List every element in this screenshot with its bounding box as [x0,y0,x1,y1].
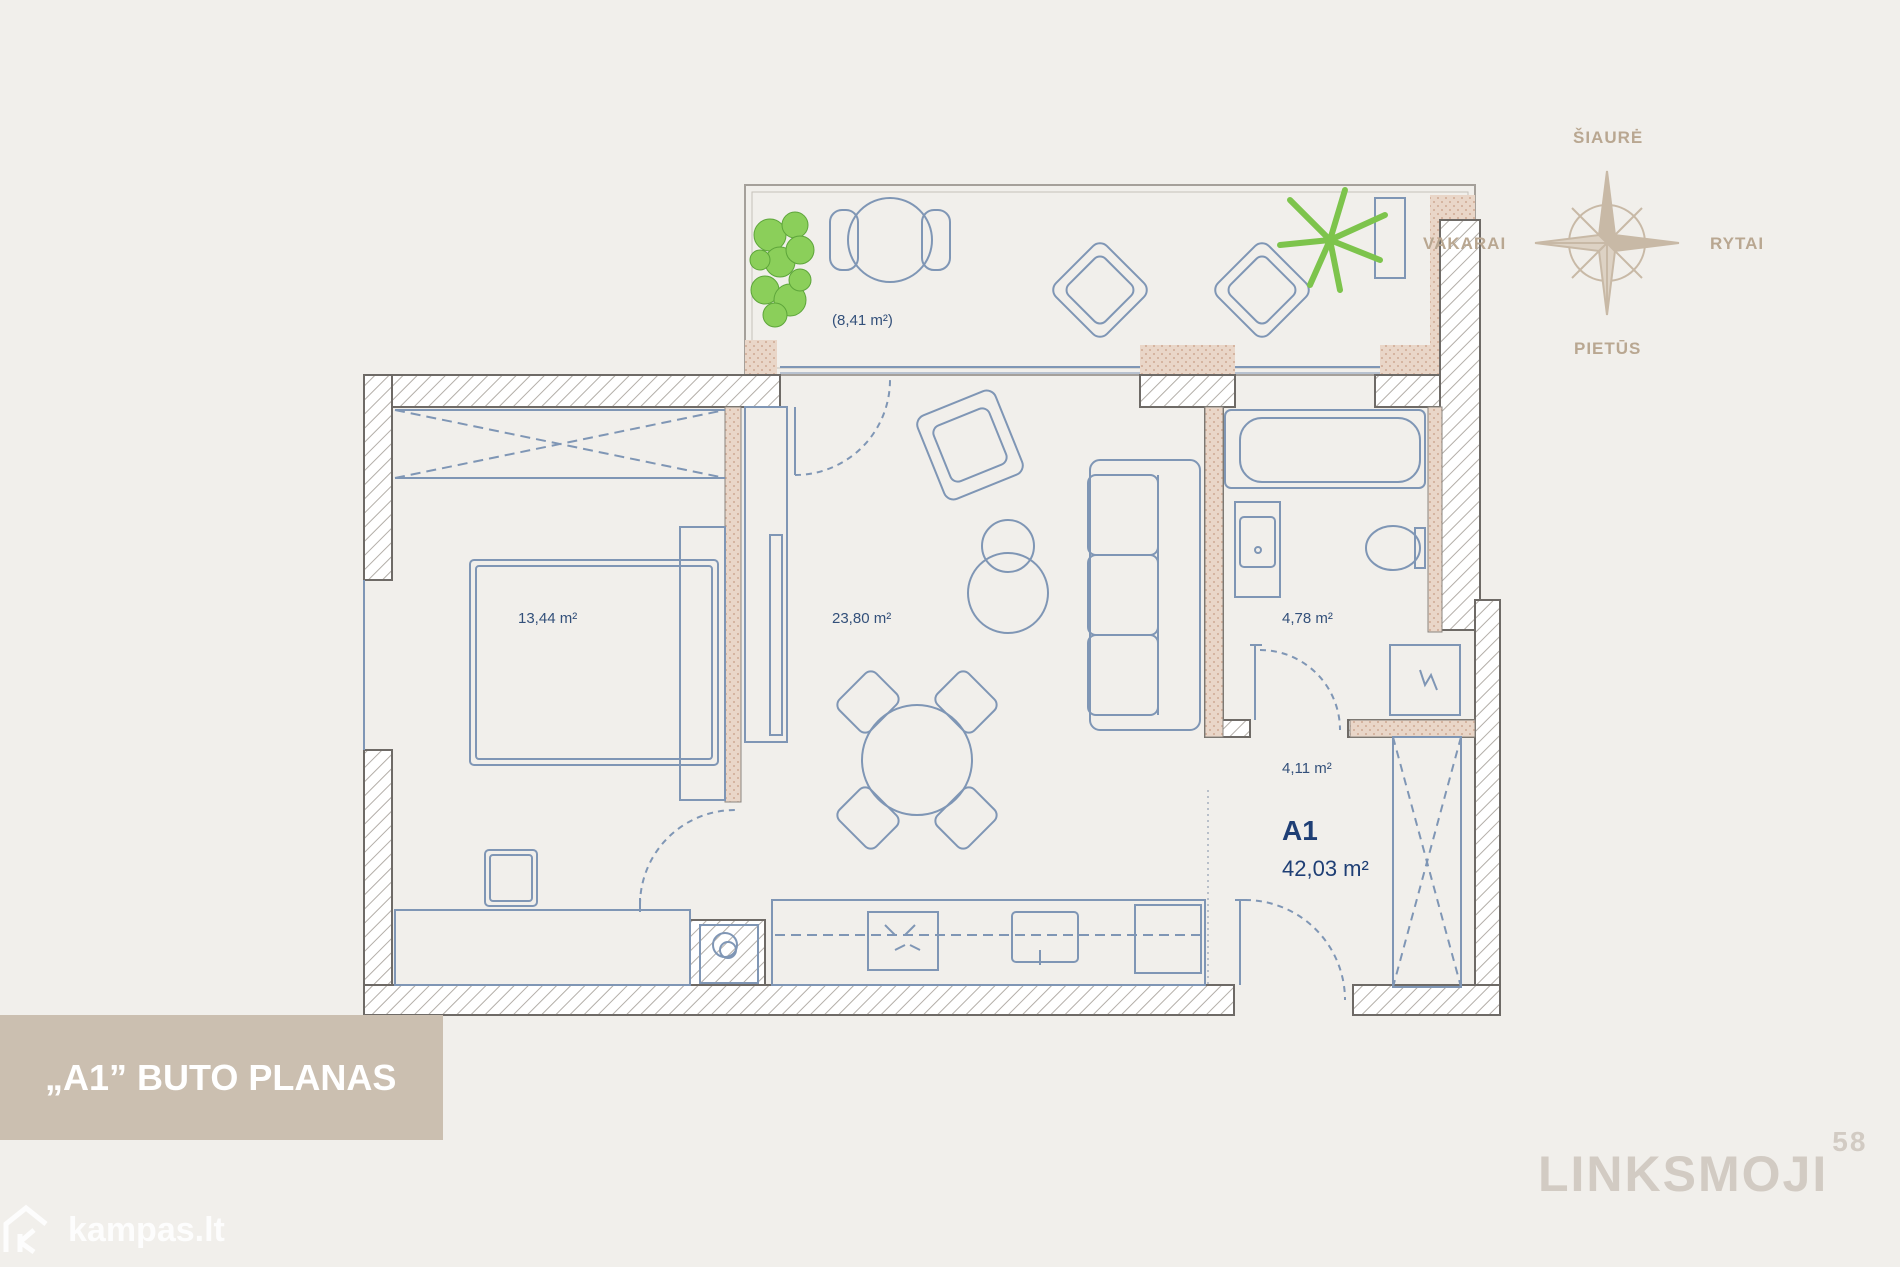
living-furniture [744,379,1206,986]
plant-icon [749,211,815,328]
brand-name: LINKSMOJI [1538,1146,1829,1202]
hall-area-label: 4,11 m² [1282,760,1332,777]
watermark: kampas.lt [0,1204,225,1256]
balcony-furniture [829,197,1406,338]
bedroom-furniture [394,409,759,986]
balcony-area-label: (8,41 m²) [832,312,893,329]
compass-west-label: VAKARAI [1423,234,1507,253]
compass-east-label: RYTAI [1710,234,1765,253]
living-area-label: 23,80 m² [832,610,892,627]
brand-logo: LINKSMOJI58 [1538,1126,1867,1203]
partitions [724,406,1476,803]
bathroom-area-label: 4,78 m² [1282,610,1333,627]
apartment-id: A1 [1282,815,1318,846]
brand-number: 58 [1832,1126,1868,1158]
plan-title-text: „A1” BUTO PLANAS [45,1056,397,1098]
bedroom-area-label: 13,44 m² [518,610,578,627]
apartment-area: 42,03 m² [1282,856,1369,881]
watermark-text: kampas.lt [68,1210,225,1249]
bathroom-fixtures [1207,409,1462,1001]
plant-icon [1277,187,1388,293]
compass-south-label: PIETŪS [1574,339,1642,358]
plan-title: „A1” BUTO PLANAS [0,1015,443,1140]
compass-rose-icon [1534,170,1680,316]
compass-north-label: ŠIAURĖ [1573,128,1644,147]
home-icon [3,1204,48,1255]
